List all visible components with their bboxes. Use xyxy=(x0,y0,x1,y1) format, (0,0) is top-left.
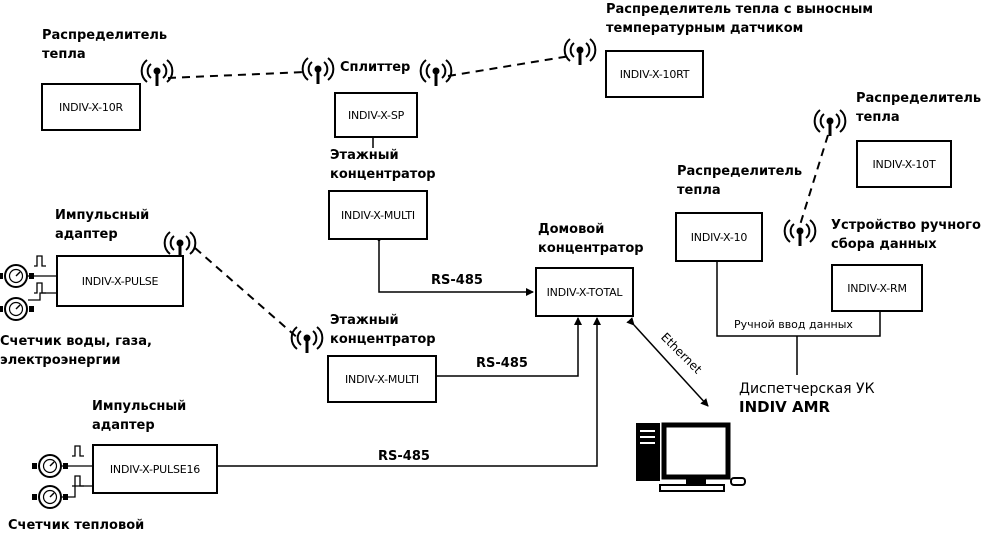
meters-label: Счетчик воды, газа, электроэнергии xyxy=(0,334,152,368)
device-indiv-x-pulse: INDIV-X-PULSE xyxy=(56,255,184,307)
heat-distributor-label: Распределитель тепла xyxy=(42,28,168,62)
device-indiv-x-multi-bottom: INDIV-X-MULTI xyxy=(327,355,437,403)
antenna-icon xyxy=(419,58,453,88)
pulse-icon xyxy=(71,445,85,457)
device-indiv-x-10t: INDIV-X-10T xyxy=(856,140,952,188)
antenna-icon xyxy=(301,56,335,86)
computer-icon xyxy=(636,422,746,492)
manual-device-label: Устройство ручного сбора данных xyxy=(831,218,981,252)
rs485-label: RS-485 xyxy=(476,356,528,371)
floor-concentrator-bottom-label: Этажный концентратор xyxy=(330,313,436,347)
wired-links xyxy=(218,137,881,467)
device-indiv-x-multi-top: INDIV-X-MULTI xyxy=(328,190,428,240)
device-indiv-x-rm: INDIV-X-RM xyxy=(831,264,923,312)
house-concentrator-label: Домовой концентратор xyxy=(538,222,644,256)
pulse-icon xyxy=(33,282,47,294)
pulse-adapter-label: Импульсный адаптер xyxy=(55,208,150,242)
water-meter-icon xyxy=(0,297,35,321)
indiv-amr-label: INDIV AMR xyxy=(739,398,831,416)
rs485-label: RS-485 xyxy=(431,273,483,288)
splitter-label: Сплиттер xyxy=(340,60,411,75)
heat-meter-label: Счетчик тепловой xyxy=(8,518,145,533)
manual-input-label: Ручной ввод данных xyxy=(733,318,854,331)
pulse-icon xyxy=(33,255,47,267)
antenna-icon xyxy=(563,37,597,67)
device-indiv-x-10r: INDIV-X-10R xyxy=(41,83,141,131)
device-indiv-x-pulse16: INDIV-X-PULSE16 xyxy=(92,444,218,494)
dispatch-label: Диспетчерская УК xyxy=(739,381,875,397)
antenna-icon xyxy=(813,108,847,138)
pulse-icon xyxy=(71,475,85,487)
antenna-icon xyxy=(290,325,324,355)
heat-distributor-mid-label: Распределитель тепла xyxy=(677,164,803,198)
antenna-icon xyxy=(783,218,817,248)
device-indiv-x-10: INDIV-X-10 xyxy=(675,212,763,262)
heat-distributor-right-label: Распределитель тепла xyxy=(856,91,982,125)
device-indiv-x-total: INDIV-X-TOTAL xyxy=(535,267,634,317)
rs485-label: RS-485 xyxy=(378,449,430,464)
device-indiv-x-10rt: INDIV-X-10RT xyxy=(605,50,704,98)
radio-links xyxy=(167,55,829,341)
remote-sensor-distributor-label: Распределитель тепла с выносным температ… xyxy=(606,2,874,36)
device-indiv-x-sp: INDIV-X-SP xyxy=(334,92,418,138)
floor-concentrator-top-label: Этажный концентратор xyxy=(330,148,436,182)
pulse-adapter-2-label: Импульсный адаптер xyxy=(92,399,187,433)
